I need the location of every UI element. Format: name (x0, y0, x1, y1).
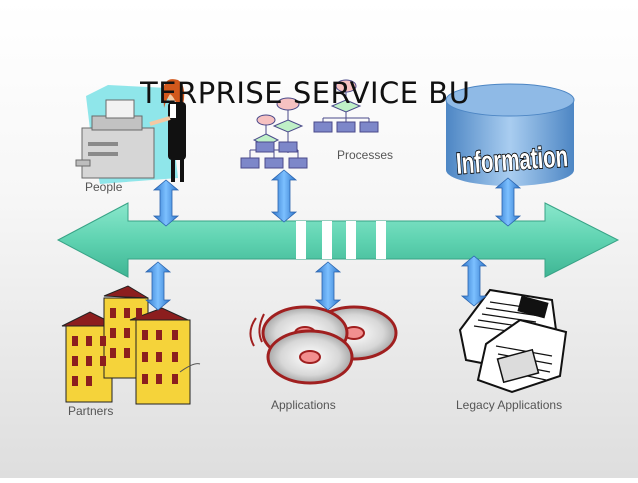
connector-processes (270, 169, 298, 223)
connector-applications (314, 261, 342, 311)
connector-legacy (460, 255, 488, 307)
processes-label: Processes (337, 148, 394, 162)
applications-label: Applications (271, 398, 336, 412)
people-label: People (85, 180, 123, 194)
partners-label: Partners (68, 404, 114, 418)
people-illustration (75, 79, 186, 184)
legacy-applications-label: Legacy Applications (456, 398, 563, 412)
applications-discs (249, 305, 398, 385)
information-cylinder (445, 83, 575, 186)
legacy-floppy-disks (458, 288, 568, 394)
partners-buildings (61, 285, 201, 405)
slide-title: TERPRISE SERVICE BU (140, 76, 471, 110)
connector-information (494, 177, 522, 227)
processes-flowchart (240, 79, 379, 169)
connector-people (152, 179, 180, 227)
connector-partners (144, 261, 172, 311)
service-bus-arrow (56, 202, 620, 278)
